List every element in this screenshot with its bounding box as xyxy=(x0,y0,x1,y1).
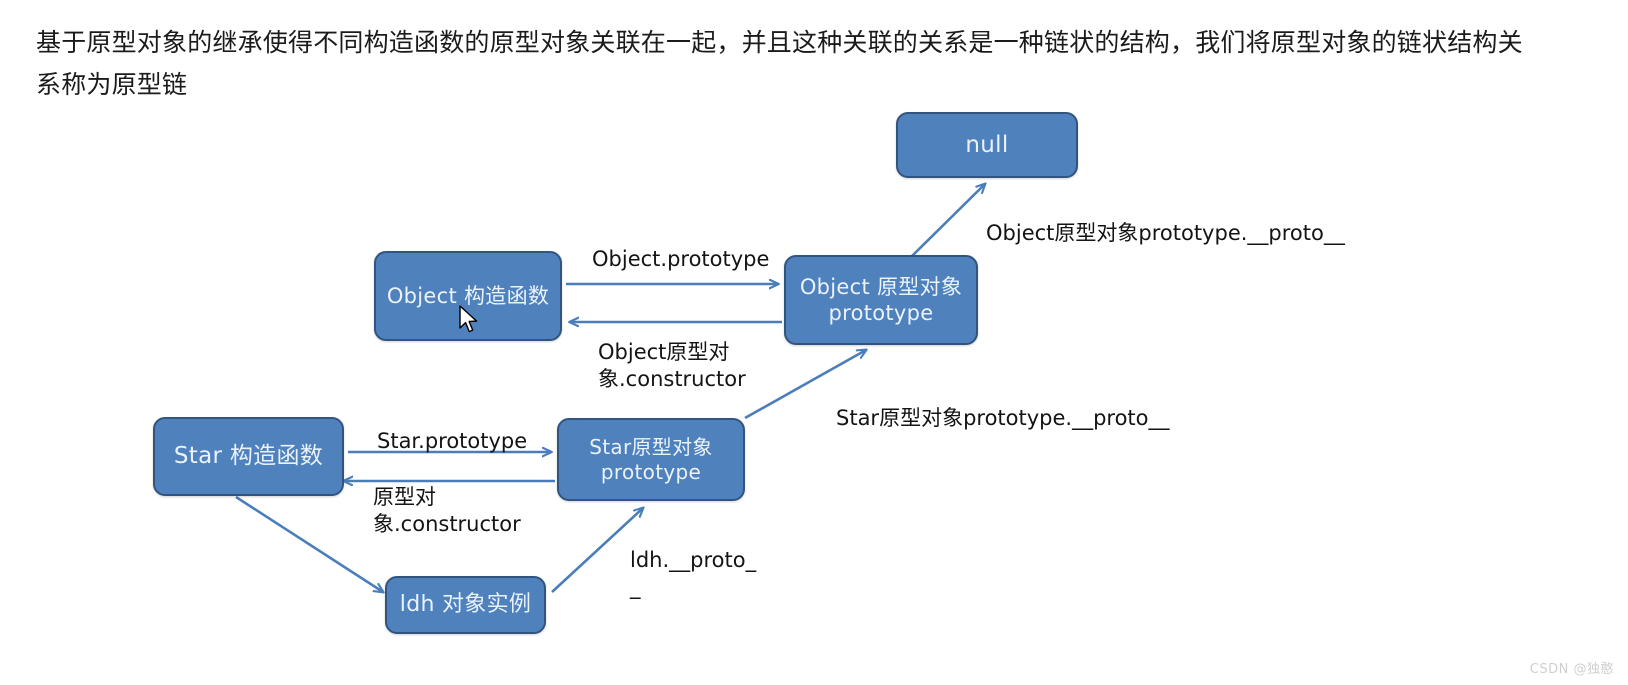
edge-label-object-constructor: Object原型对 象.constructor xyxy=(598,340,746,391)
node-ldh-instance-label: ldh 对象实例 xyxy=(399,592,532,618)
edge-label-star-constructor: 原型对 象.constructor xyxy=(373,485,521,536)
node-star-constructor-label: Star 构造函数 xyxy=(173,443,324,470)
edge-ldh-proto xyxy=(551,508,643,593)
edge-label-object-prototype: Object.prototype xyxy=(592,247,770,271)
mouse-pointer-icon xyxy=(459,305,478,333)
edge-label-ldh-proto: ldh.__proto_ _ xyxy=(630,548,757,599)
node-object-prototype[interactable]: Object 原型对象 prototype xyxy=(784,255,978,345)
node-star-constructor[interactable]: Star 构造函数 xyxy=(153,417,344,496)
edge-label-star-proto-proto: Star原型对象prototype.__proto__ xyxy=(836,406,1170,430)
node-star-prototype[interactable]: Star原型对象 prototype xyxy=(557,418,745,501)
node-object-constructor-label: Object 构造函数 xyxy=(386,283,550,308)
edge-label-object-proto-proto: Object原型对象prototype.__proto__ xyxy=(986,221,1345,245)
node-ldh-instance[interactable]: ldh 对象实例 xyxy=(385,576,546,634)
node-null-label: null xyxy=(965,131,1009,158)
node-star-prototype-line2: prototype xyxy=(600,459,702,484)
edge-star-proto-proto xyxy=(744,350,866,420)
node-object-prototype-line2: prototype xyxy=(828,301,934,325)
node-object-prototype-line1: Object 原型对象 xyxy=(799,274,963,299)
node-star-prototype-line1: Star原型对象 xyxy=(589,434,713,459)
node-null[interactable]: null xyxy=(896,112,1078,178)
edge-object-proto-proto xyxy=(911,184,985,257)
watermark: CSDN @独憨 xyxy=(1529,662,1614,677)
edge-star-ctor-to-ldh xyxy=(235,495,383,592)
page-heading: 基于原型对象的继承使得不同构造函数的原型对象关联在一起，并且这种关联的关系是一种… xyxy=(36,28,1523,99)
edge-label-star-prototype: Star.prototype xyxy=(377,429,528,453)
